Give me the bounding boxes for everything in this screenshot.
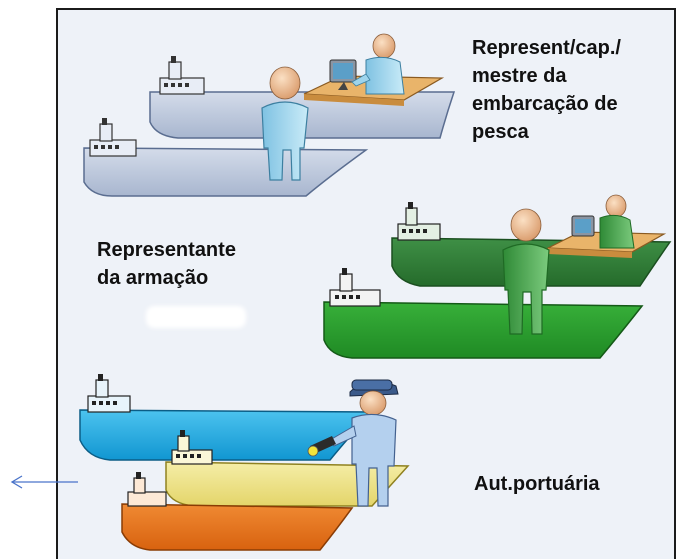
- label-line: Represent/cap./: [472, 37, 621, 59]
- label-line: mestre da: [472, 65, 567, 87]
- arrow-left-icon: [10, 475, 78, 489]
- white-smudge: [146, 306, 246, 328]
- desk-computer-icon: [303, 33, 445, 106]
- label-owner-representative: Representante da armação: [97, 236, 236, 292]
- label-line: pesca: [472, 121, 529, 143]
- person-icon: [261, 66, 309, 181]
- desk-computer-icon: [545, 194, 667, 258]
- label-port-authority: Aut.portuária: [474, 473, 600, 495]
- ship-icon: [323, 268, 644, 359]
- label-line: Representante: [97, 239, 236, 261]
- label-line: embarcação de: [472, 93, 618, 115]
- officer-with-flashlight-icon: [307, 379, 399, 507]
- label-line: da armação: [97, 267, 209, 289]
- label-captain-representative: Represent/cap./ mestre da embarcação de …: [472, 34, 621, 146]
- ship-icon: [121, 472, 354, 551]
- person-icon: [502, 208, 550, 335]
- ship-icon: [165, 430, 410, 507]
